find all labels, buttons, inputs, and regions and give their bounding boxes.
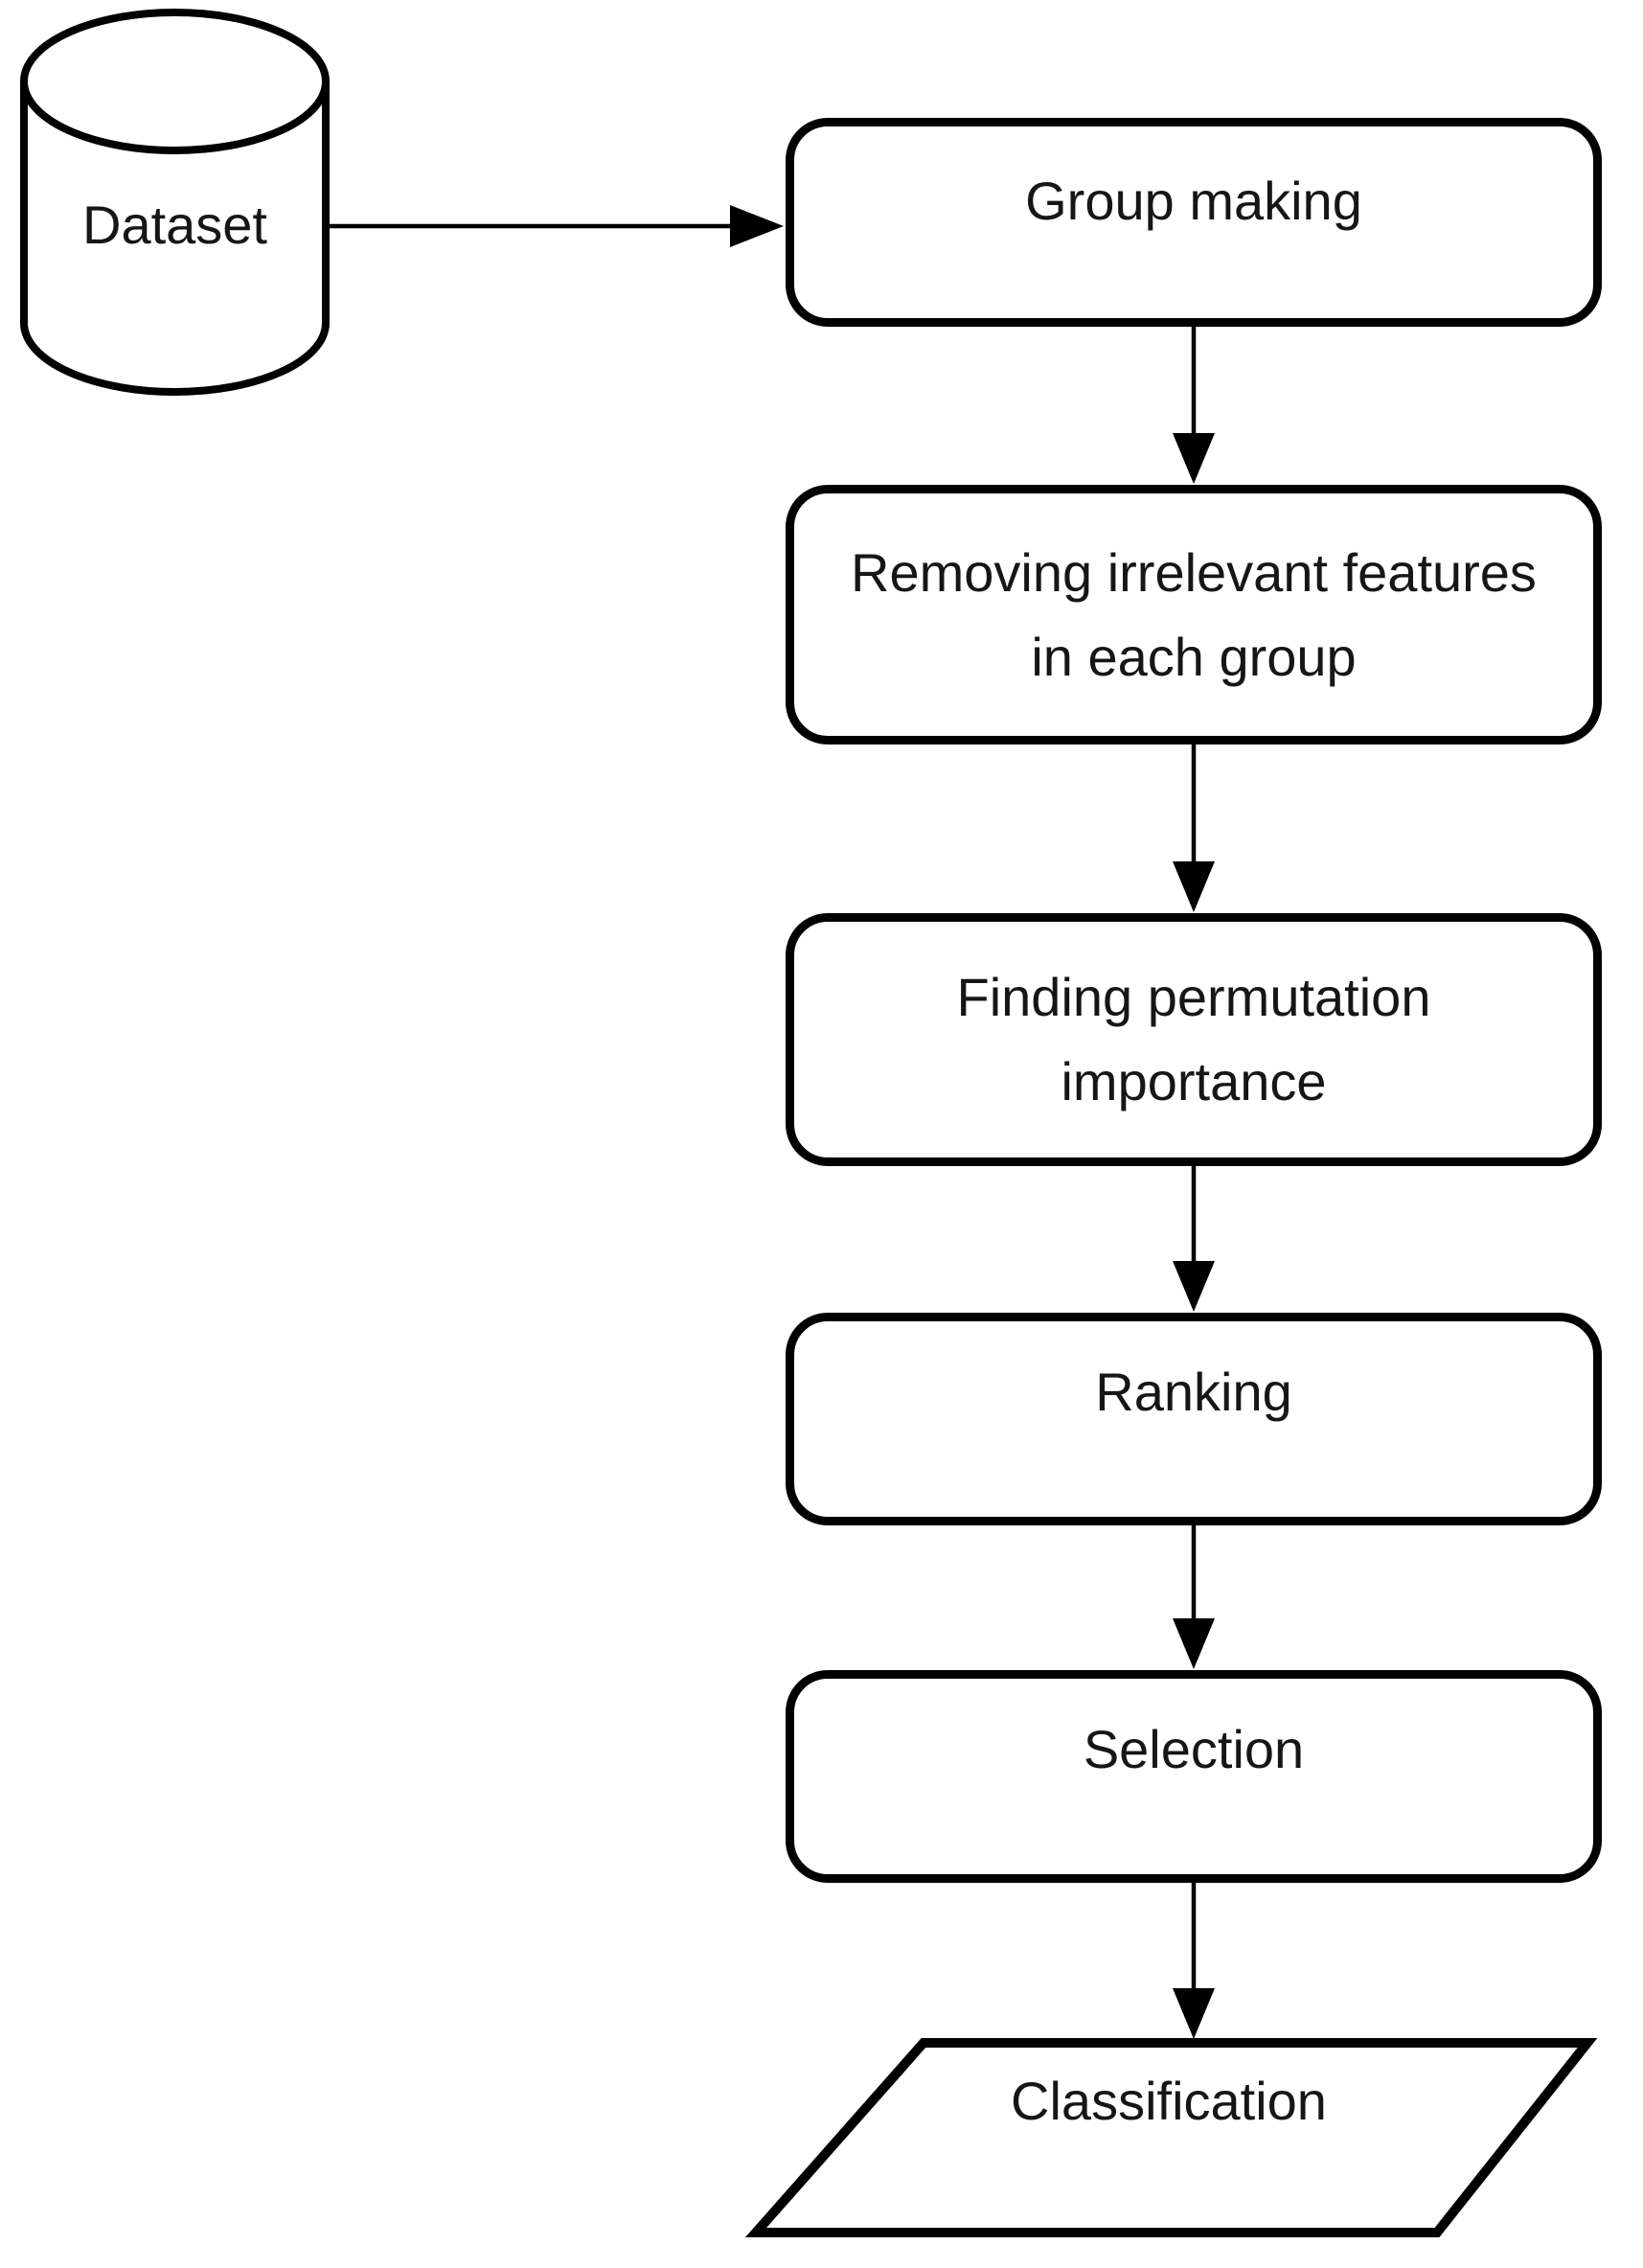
arrow-ranking-to-selection [1173,1525,1215,1669]
node-ranking [786,1313,1602,1525]
arrow-removing-to-permutation [1173,745,1215,912]
node-finding-permutation [786,913,1602,1166]
classification-parallelogram-shape [744,2038,1598,2237]
arrow-dataset-to-group-making [330,205,784,247]
arrow-group-making-to-removing [1173,327,1215,484]
node-group-making [786,118,1602,327]
node-removing-irrelevant [786,485,1602,745]
dataset-cylinder-shape [20,9,330,396]
node-selection [786,1670,1602,1883]
arrow-permutation-to-ranking [1173,1166,1215,1312]
arrow-selection-to-classification [1173,1883,1215,2039]
